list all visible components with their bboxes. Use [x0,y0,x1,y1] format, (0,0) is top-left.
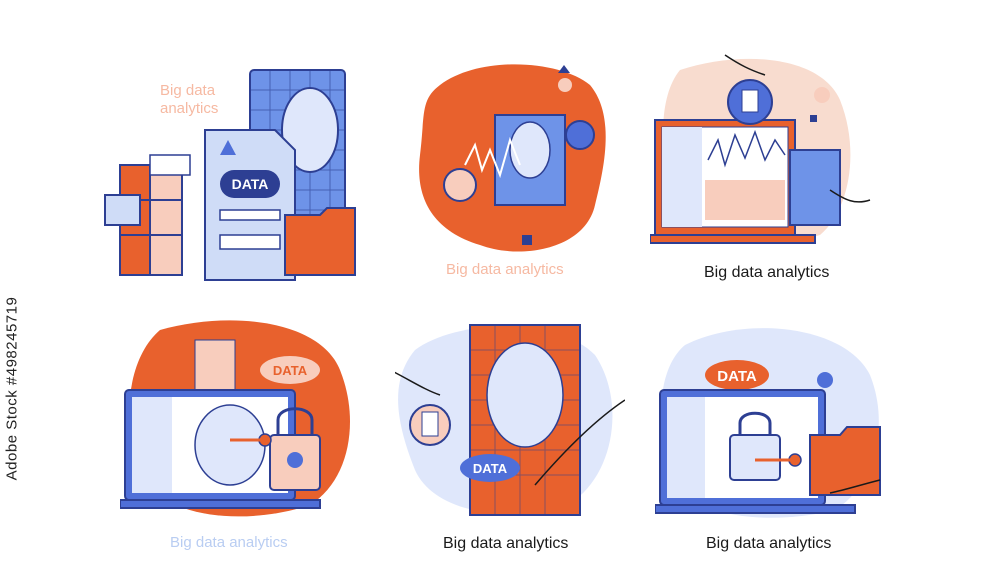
stock-id-label: Adobe Stock #498245719 [3,297,20,481]
circuit-icon [486,342,564,448]
padlock-icon [729,434,781,481]
folder-icon [809,426,881,496]
data-badge-text: DATA [232,176,269,192]
data-bubble [705,360,769,390]
data-badge-text: DATA [473,461,508,476]
data-bubble-text: DATA [273,363,308,378]
chip-illustration [419,64,606,252]
hand-icon [389,369,441,396]
server-hands-illustration: DATA [389,324,626,516]
panel-big-data-chip [410,55,610,265]
panel-big-data-laptop-chart [649,40,875,255]
hand-icon [534,399,626,486]
panel4-caption: Big data analytics [170,534,288,551]
panel-big-data-archive: DATA [95,60,375,290]
stock-id-number: #498245719 [3,296,21,386]
secure-folder-illustration: DATA [654,328,881,518]
line-chart-icon [707,129,786,168]
hand-icon [724,54,766,76]
chart-line-icon [464,136,521,179]
laptop-base-icon [654,504,856,514]
panel3-caption: Big data analytics [704,264,830,281]
circuit-icon [194,404,266,486]
folder-icon [284,207,356,276]
file-coin-icon [565,120,595,150]
paper-stack-icon [149,154,191,176]
panel2-caption: Big data analytics [446,261,564,278]
panel-big-data-server-hands: DATA [389,300,626,525]
circuit-icon [509,121,551,179]
data-badge [460,454,520,482]
key-icon [258,433,272,447]
grid-icon [194,339,236,391]
box-icon [104,194,141,226]
hand-icon [829,479,881,494]
server-icon [789,149,841,226]
laptop-base-icon [119,499,321,509]
stock-credit-text: Adobe Stock [3,389,21,481]
panel-big-data-secure-laptop: DATA [119,310,360,525]
panel-big-data-secure-folder: DATA [654,315,885,525]
laptop-base-icon [649,234,816,244]
panel5-caption: Big data analytics [443,535,569,552]
data-badge [220,170,280,198]
panel1-caption: Big data analytics [160,82,219,117]
document-coin-icon [443,168,477,202]
panel6-caption: Big data analytics [706,535,832,552]
archive-illustration: DATA [104,69,356,281]
secure-laptop-illustration: DATA [119,320,350,517]
document-icon [204,129,296,281]
data-bubble [260,356,320,384]
laptop-chart-illustration [649,54,871,244]
key-icon [788,453,802,467]
data-bubble-text: DATA [717,368,757,385]
hand-icon [829,189,871,203]
